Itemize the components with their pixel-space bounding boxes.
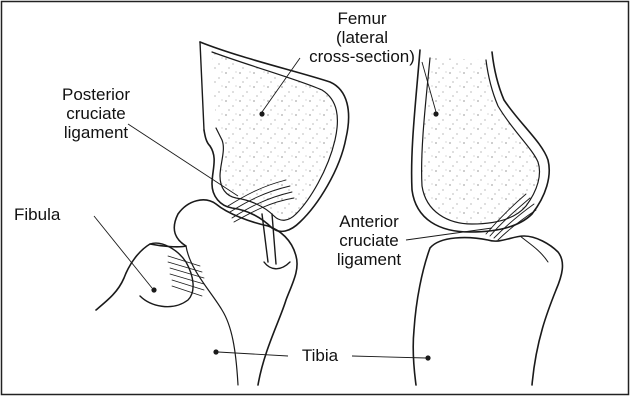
left-tibia — [96, 200, 297, 385]
fibula-leader — [94, 216, 152, 288]
anterior-cruciate-ligament-label: Anterior cruciate ligament — [326, 212, 412, 269]
right-femur-inner — [422, 58, 540, 224]
right-tibia — [413, 236, 562, 385]
right-knee — [412, 50, 563, 385]
fibula-label: Fibula — [14, 205, 94, 224]
left-fibula — [140, 243, 193, 307]
tibia-leader-right — [352, 356, 426, 358]
femur-label: Femur (lateral cross-section) — [292, 9, 432, 66]
fibula-striations — [168, 256, 204, 296]
posterior-cruciate-ligament-label: Posterior cruciate ligament — [46, 85, 146, 142]
tibia-label: Tibia — [288, 346, 352, 365]
tibia-leader-left — [218, 352, 288, 356]
